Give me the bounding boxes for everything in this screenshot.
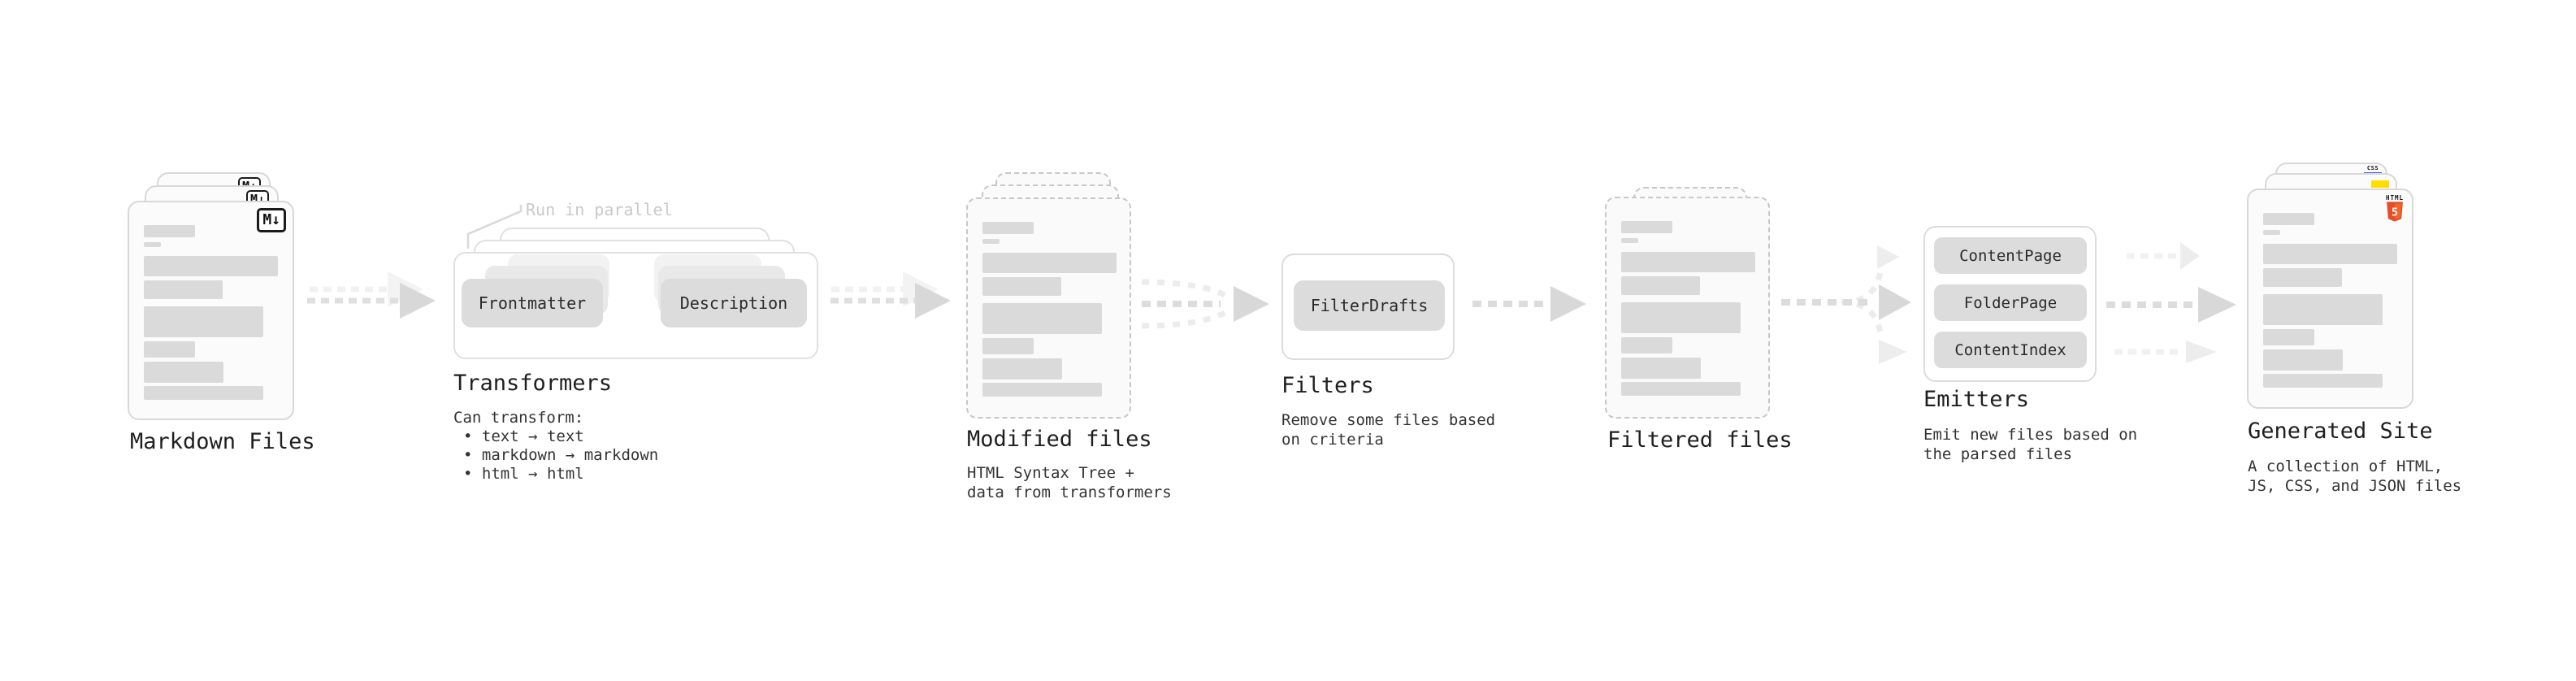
file-content-placeholder bbox=[2263, 213, 2400, 388]
filters-title: Filters bbox=[1281, 373, 1374, 398]
arrow-filters-to-filtered bbox=[1472, 286, 1586, 322]
note-line: Emit new files based on bbox=[1923, 426, 2138, 444]
note-line: on criteria bbox=[1281, 431, 1384, 449]
note-line: Remove some files based bbox=[1281, 411, 1496, 429]
css-icon-label: CSS bbox=[2366, 165, 2379, 171]
folderpage-pill: FolderPage bbox=[1934, 284, 2087, 321]
generated-site-title: Generated Site bbox=[2248, 419, 2433, 444]
markdown-file-card: M↓ bbox=[128, 201, 294, 420]
emitters-notes: Emit new files based on the parsed files bbox=[1923, 425, 2137, 464]
note-line: HTML Syntax Tree + bbox=[967, 464, 1134, 482]
modified-files-notes: HTML Syntax Tree + data from transformer… bbox=[967, 463, 1172, 502]
arrow-modified-to-filters bbox=[1141, 279, 1269, 329]
js-icon bbox=[2371, 180, 2389, 188]
note-line: data from transformers bbox=[967, 484, 1172, 501]
filterdrafts-pill: FilterDrafts bbox=[1294, 280, 1445, 331]
html5-shield: 5 bbox=[2387, 202, 2403, 222]
note-bullet: • html → html bbox=[463, 465, 584, 483]
transformers-title: Transformers bbox=[453, 371, 613, 396]
note-line: JS, CSS, and JSON files bbox=[2248, 477, 2462, 495]
generated-site-notes: A collection of HTML, JS, CSS, and JSON … bbox=[2248, 457, 2461, 496]
html5-icon: HTML 5 bbox=[2385, 195, 2405, 225]
description-pill: Description bbox=[661, 279, 807, 327]
markdown-icon: M↓ bbox=[257, 208, 286, 232]
note-bullet: • text → text bbox=[463, 427, 584, 445]
arrow-markdown-to-transformers bbox=[307, 271, 436, 319]
filtered-file-card bbox=[1605, 197, 1770, 419]
contentindex-pill: ContentIndex bbox=[1934, 332, 2087, 368]
file-content-placeholder bbox=[982, 222, 1118, 397]
note-bullet: • markdown → markdown bbox=[463, 446, 659, 464]
note-line: Can transform: bbox=[453, 409, 584, 427]
arrow-filtered-to-emitters bbox=[1781, 245, 1911, 364]
contentpage-pill: ContentPage bbox=[1934, 237, 2087, 274]
html5-icon-word: HTML bbox=[2385, 194, 2405, 202]
file-content-placeholder bbox=[1621, 221, 1757, 396]
arrow-transformers-to-modified bbox=[830, 271, 951, 319]
arrow-emitters-to-generated bbox=[2106, 242, 2236, 363]
file-content-placeholder bbox=[144, 225, 281, 400]
filters-notes: Remove some files based on criteria bbox=[1281, 410, 1495, 449]
filtered-files-title: Filtered files bbox=[1607, 427, 1793, 453]
markdown-files-title: Markdown Files bbox=[130, 429, 315, 454]
modified-file-card bbox=[966, 197, 1131, 419]
modified-files-title: Modified files bbox=[967, 427, 1152, 452]
html5-icon-number: 5 bbox=[2392, 206, 2398, 219]
emitters-title: Emitters bbox=[1923, 387, 2030, 412]
frontmatter-pill: Frontmatter bbox=[462, 279, 603, 327]
note-line: A collection of HTML, bbox=[2248, 458, 2444, 475]
transformers-notes: Can transform: • text → text • markdown … bbox=[453, 409, 658, 484]
run-in-parallel-label: Run in parallel bbox=[526, 200, 673, 219]
note-line: the parsed files bbox=[1923, 445, 2073, 463]
generated-html-card: HTML 5 bbox=[2247, 189, 2413, 409]
